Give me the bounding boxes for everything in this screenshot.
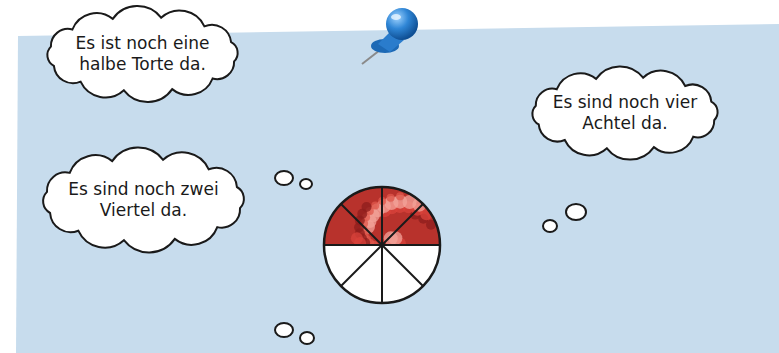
bubble-text: Es sind noch vier Achtel da. xyxy=(550,92,700,134)
note-paper xyxy=(16,24,779,353)
thought-bubble: Es sind noch vier Achtel da. xyxy=(525,68,725,158)
cloud-shape xyxy=(532,66,717,159)
thought-bubble: Es sind noch zwei Viertel da. xyxy=(36,150,251,250)
cloud-shape xyxy=(47,6,237,102)
push-pin xyxy=(362,8,418,64)
cake-pie xyxy=(324,187,440,303)
bubble-text: Es ist noch eine halbe Torte da. xyxy=(63,33,223,75)
strawberry-texture xyxy=(351,232,363,244)
thought-dots xyxy=(275,171,586,344)
strawberry-texture xyxy=(388,231,402,245)
strawberry-texture xyxy=(387,194,395,202)
cloud-shape xyxy=(43,148,244,253)
strawberry-texture xyxy=(371,202,379,210)
strawberry-texture xyxy=(362,202,372,212)
thought-bubble: Es ist noch eine halbe Torte da. xyxy=(40,8,245,100)
bubble-text: Es sind noch zwei Viertel da. xyxy=(64,179,224,221)
strawberry-texture xyxy=(396,192,404,200)
